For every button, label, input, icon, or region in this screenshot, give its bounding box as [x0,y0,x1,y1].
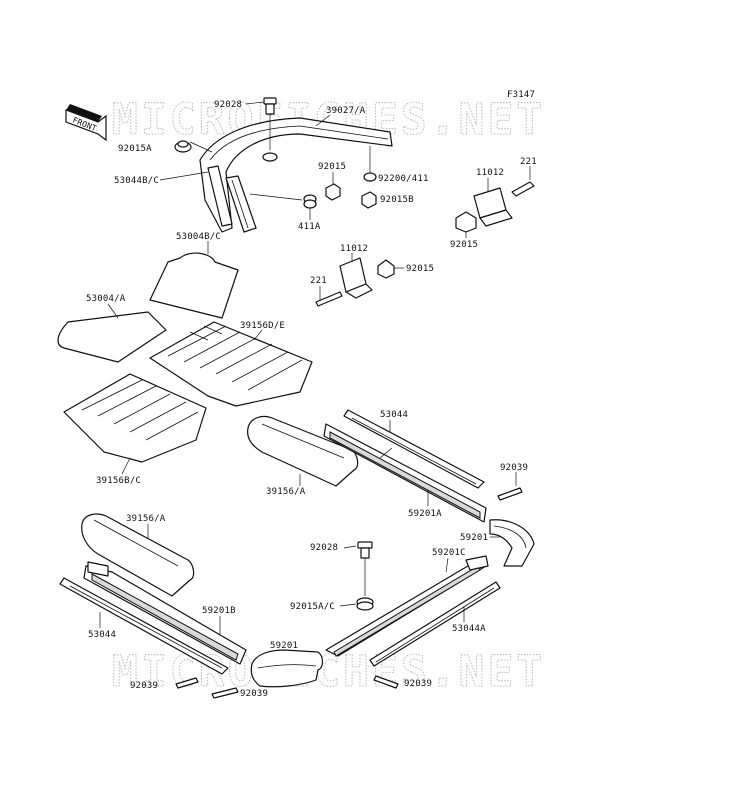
label-59201-low: 59201 [270,641,298,651]
mat-53004bc [149,252,239,319]
mat-53004a [57,311,167,363]
rail-59201b [83,561,247,665]
label-53044-low: 53044 [88,630,116,640]
cover-39156a-low [81,513,195,597]
nut-92015-mid [325,183,341,201]
mat-39156de [149,321,313,407]
rail-53044a [369,581,501,667]
label-59201c: 59201C [432,548,466,558]
label-39156a-low: 39156/A [126,514,166,524]
nut-92015a-top [174,140,192,153]
cover-39156a-mid [247,415,359,487]
label-59201a: 59201A [408,509,442,519]
rail-53044-top [343,409,485,489]
handle-rail-39027 [199,117,393,233]
label-92015-right: 92015 [450,240,478,250]
label-92039-right: 92039 [500,463,528,473]
mat-39156bc [63,373,207,463]
label-53044a: 53044A [452,624,486,634]
screw-92039-lowright [373,675,399,689]
label-92039-center: 92039 [240,689,268,699]
label-92200-411: 92200/411 [378,174,429,184]
label-92015-mid: 92015 [318,162,346,172]
label-92015ac: 92015A/C [290,602,335,612]
label-39027a: 39027/A [326,106,366,116]
label-411a: 411A [298,222,321,232]
washer-92200-411 [363,172,377,182]
label-221-mid: 221 [310,276,327,286]
watermark-bottom: MICROFICHES.NET [112,647,545,697]
label-92039-lowright: 92039 [404,679,432,689]
corner-59201-center [250,649,324,688]
label-92015b: 92015B [380,195,414,205]
label-39156bc: 39156B/C [96,476,141,486]
bracket-11012-mid [315,257,395,307]
label-59201-right: 59201 [460,533,488,543]
nut-92015b [361,191,377,209]
label-221-right: 221 [520,157,537,167]
label-92028-low: 92028 [310,543,338,553]
label-92015a-top: 92015A [118,144,152,154]
label-92015-bracket: 92015 [406,264,434,274]
rail-59201c [325,555,489,657]
plug-92028-low [356,541,374,611]
label-39156de: 39156D/E [240,321,285,331]
screw-92039-right [497,487,523,501]
corner-59201-right [489,519,535,567]
label-53044-top: 53044 [380,410,408,420]
label-39156a-mid: 39156/A [266,487,306,497]
rail-59201a [323,423,487,523]
washer-411a [303,194,317,209]
label-53044bc: 53044B/C [114,176,159,186]
label-92028-top: 92028 [214,100,242,110]
label-11012-right: 11012 [476,168,504,178]
label-11012-mid: 11012 [340,244,368,254]
bracket-11012-right [455,181,535,233]
screw-92039-center [211,687,239,699]
rail-53044-low [59,577,229,675]
label-59201b: 59201B [202,606,236,616]
screw-92039-left [175,677,199,689]
front-arrow-icon: FRONT [65,104,107,142]
label-53004a: 53004/A [86,294,126,304]
label-92039-left: 92039 [130,681,158,691]
figure-code: F3147 [507,90,535,100]
plug-92028-top [262,97,278,162]
label-53004bc: 53004B/C [176,232,221,242]
